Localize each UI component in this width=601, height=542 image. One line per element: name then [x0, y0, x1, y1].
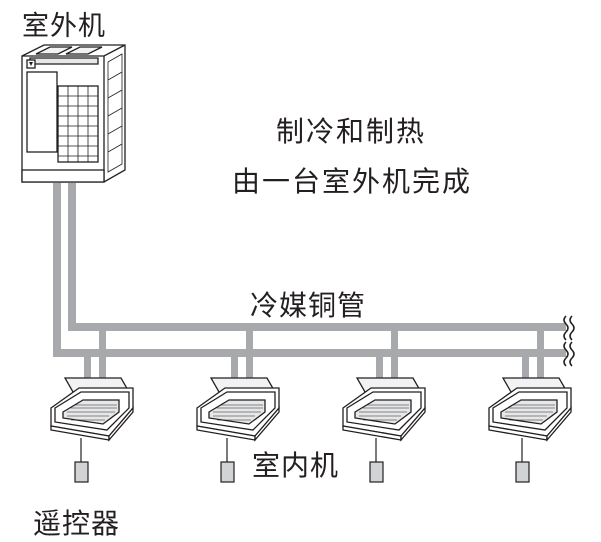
indoor-unit [342, 377, 426, 483]
pipe-drop [246, 327, 253, 381]
remote-controller [220, 461, 235, 483]
refrigerant-pipes [53, 183, 566, 381]
pipe-drop [522, 353, 529, 381]
indoor-unit-label: 室内机 [252, 449, 340, 482]
remote-controller [369, 461, 384, 483]
outdoor-unit [21, 44, 126, 183]
pipe-drop [391, 327, 398, 381]
remote-controller-label: 遥控器 [33, 507, 121, 540]
outdoor-unit-label: 室外机 [22, 11, 106, 42]
pipe-main-upper [68, 323, 566, 331]
indoor-unit [196, 377, 280, 483]
pipe-main-lower [53, 349, 566, 357]
indoor-unit [488, 377, 572, 483]
pipe-drop [84, 353, 91, 381]
pipe-drop [99, 327, 106, 381]
pipe-drop [537, 327, 544, 381]
pipe-drop [376, 353, 383, 381]
description-line-2: 由一台室外机完成 [232, 165, 473, 198]
pipe-riser-outer [53, 183, 61, 356]
pipe-break-marks [563, 315, 575, 367]
refrigerant-pipe-label: 冷媒铜管 [250, 289, 367, 322]
remote-controller [74, 461, 89, 483]
indoor-unit [50, 377, 134, 483]
remote-controller [515, 461, 530, 483]
description-line-1: 制冷和制热 [276, 115, 427, 148]
pipe-riser-inner [68, 183, 76, 329]
pipe-drop [231, 353, 238, 381]
